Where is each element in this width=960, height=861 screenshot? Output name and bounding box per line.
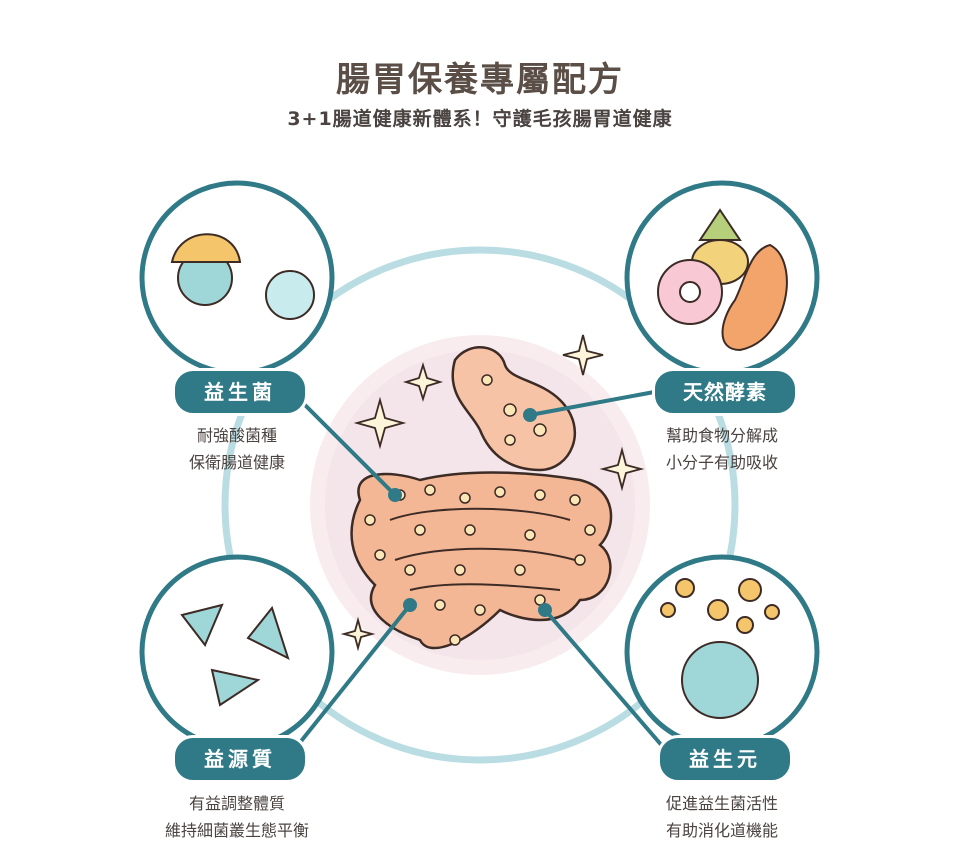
desc-line: 小分子有助吸收 [665, 453, 778, 472]
desc-line: 維持細菌叢生態平衡 [164, 821, 309, 840]
desc-line: 促進益生菌活性 [665, 794, 778, 813]
desc-line: 保衛腸道健康 [188, 453, 285, 472]
prebiotic-label: 益生元 [657, 735, 793, 783]
desc-line: 有益調整體質 [188, 794, 285, 813]
prebiotic-source-label: 益源質 [172, 735, 308, 783]
desc-line: 耐強酸菌種 [196, 426, 277, 445]
outer-ring [221, 246, 739, 764]
fruit-enzyme-icon [657, 208, 788, 352]
enzyme-description: 幫助食物分解成 小分子有助吸收 [612, 422, 832, 476]
probiotic-label: 益生菌 [172, 368, 308, 416]
desc-line: 幫助食物分解成 [665, 426, 778, 445]
crystal-icon [180, 603, 290, 707]
prebiotic-description: 促進益生菌活性 有助消化道機能 [612, 790, 832, 844]
enzyme-label: 天然酵素 [652, 368, 798, 416]
desc-line: 有助消化道機能 [665, 821, 778, 840]
prebiotic-character-icon [660, 578, 780, 719]
probiotic-characters-icon [170, 233, 315, 320]
connector-lines [288, 388, 672, 757]
page-title: 腸胃保養專屬配方 [336, 60, 624, 100]
page-subtitle: 3+1腸道健康新體系！守護毛孩腸胃道健康 [287, 108, 673, 130]
prebiotic-source-description: 有益調整體質 維持細菌叢生態平衡 [127, 790, 347, 844]
probiotic-description: 耐強酸菌種 保衛腸道健康 [127, 422, 347, 476]
sparkle-icons [340, 334, 645, 652]
